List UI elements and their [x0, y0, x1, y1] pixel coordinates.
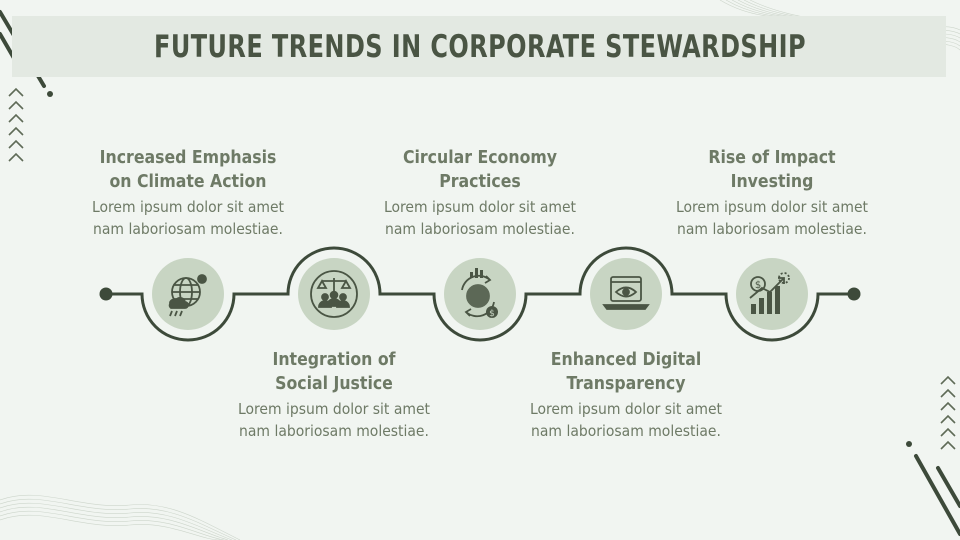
right-chevron-arrows-icon — [940, 375, 956, 450]
step-5-text: Rise of Impact Investing Lorem ipsum dol… — [652, 146, 892, 240]
step-4-title: Enhanced Digital Transparency — [550, 350, 702, 394]
step-2-title: Integration of Social Justice — [272, 350, 396, 394]
step-3-text: Circular Economy Practices Lorem ipsum d… — [360, 146, 600, 240]
timeline-start-dot — [99, 287, 113, 301]
timeline-end-dot — [847, 287, 861, 301]
left-chevron-arrows-icon — [8, 87, 24, 162]
globe-weather-icon — [168, 274, 207, 317]
step-3-title: Circular Economy Practices — [402, 148, 558, 192]
step-2-text: Integration of Social Justice Lorem ipsu… — [214, 348, 454, 442]
step-1-title: Increased Emphasis on Climate Action — [99, 148, 277, 192]
timeline-connector-line — [106, 246, 854, 342]
growth-chart-coin-icon: $ — [749, 272, 790, 314]
bottom-right-diagonal-lines — [906, 441, 960, 536]
justice-scale-people-icon — [310, 270, 358, 318]
step-1-description: Lorem ipsum dolor sit amet nam laboriosa… — [91, 198, 284, 238]
circular-economy-globe-icon: $ — [461, 268, 498, 319]
step-4-description: Lorem ipsum dolor sit amet nam laboriosa… — [529, 400, 722, 440]
bottom-left-wave-decoration — [0, 494, 240, 540]
step-1-circle — [152, 258, 224, 330]
step-5-title: Rise of Impact Investing — [708, 148, 836, 192]
svg-text:$: $ — [489, 309, 495, 319]
step-2-description: Lorem ipsum dolor sit amet nam laboriosa… — [237, 400, 430, 440]
step-4-text: Enhanced Digital Transparency Lorem ipsu… — [506, 348, 746, 442]
step-1-text: Increased Emphasis on Climate Action Lor… — [68, 146, 308, 240]
laptop-eye-icon — [602, 276, 650, 310]
step-3-description: Lorem ipsum dolor sit amet nam laboriosa… — [383, 198, 576, 238]
title-band — [12, 16, 946, 77]
page-title: FUTURE TRENDS IN CORPORATE STEWARDSHIP — [154, 29, 806, 65]
svg-text:$: $ — [755, 280, 761, 291]
step-5-description: Lorem ipsum dolor sit amet nam laboriosa… — [675, 198, 868, 238]
